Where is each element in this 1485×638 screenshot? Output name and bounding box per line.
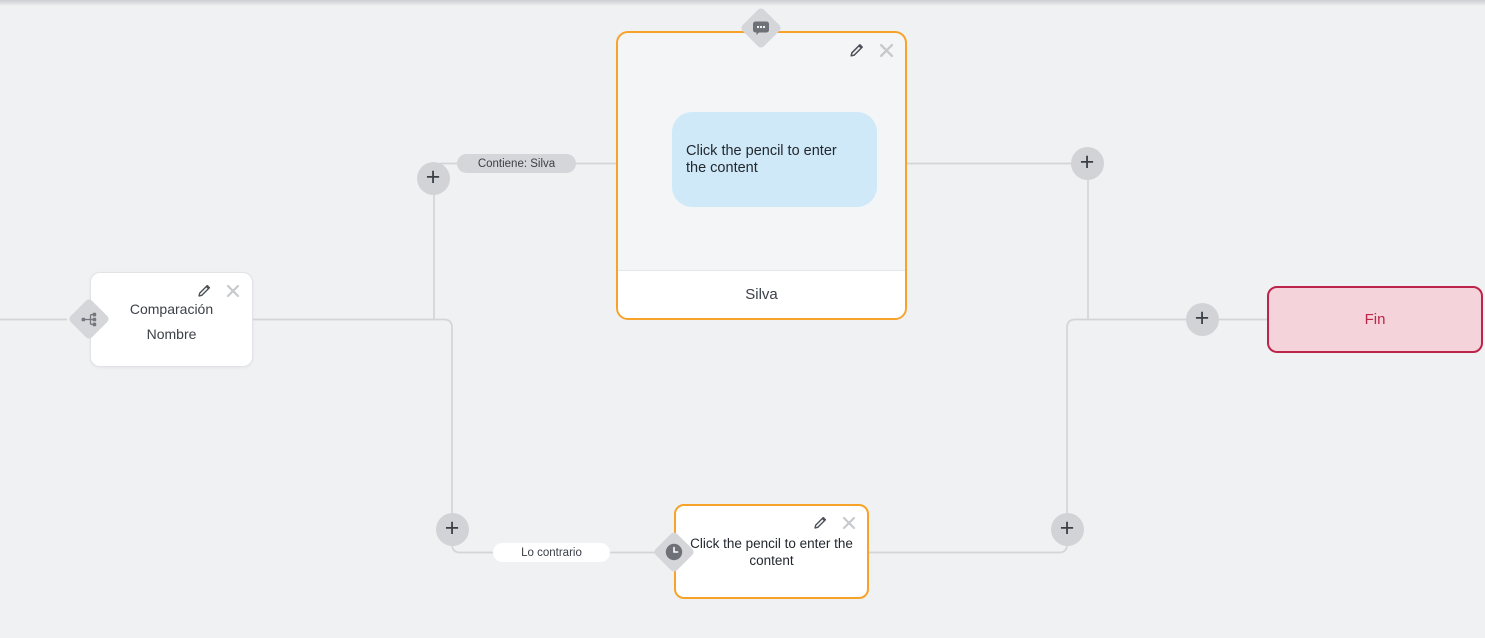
edge-label-otherwise: Lo contrario <box>493 543 610 562</box>
end-card-label: Fin <box>1267 286 1483 353</box>
edge-condition-to-message <box>433 162 617 319</box>
message-bubble-text: Click the pencil to enter the content <box>686 142 837 176</box>
add-button-after-message[interactable]: + <box>1070 146 1104 180</box>
clock-icon <box>652 530 696 574</box>
condition-node[interactable]: Comparación Nombre <box>67 272 253 367</box>
wait-node[interactable]: Click the pencil to enter the content <box>652 504 869 599</box>
message-node[interactable]: Click the pencil to enter the content Si… <box>616 6 907 320</box>
wait-card <box>674 504 869 599</box>
condition-card <box>90 272 253 367</box>
add-button-before-end[interactable]: + <box>1185 302 1219 336</box>
condition-subtitle: Nombre <box>146 326 197 342</box>
wait-body-text: Click the pencil to enter the content <box>690 536 853 568</box>
pencil-icon <box>814 516 827 529</box>
edge-wait-to-end <box>868 318 1268 554</box>
condition-title: Comparación <box>129 301 214 317</box>
chat-dots-icon <box>739 6 783 50</box>
edit-wait-button[interactable] <box>811 513 830 532</box>
pencil-icon <box>198 284 211 297</box>
wait-type-badge <box>652 530 696 574</box>
pencil-icon <box>850 44 863 57</box>
delete-condition-button[interactable] <box>224 281 242 300</box>
condition-type-badge <box>67 297 111 341</box>
delete-wait-button[interactable] <box>840 513 858 532</box>
add-button-branch-bottom[interactable]: + <box>435 512 469 546</box>
edge-condition-to-wait <box>253 318 676 554</box>
delete-message-button[interactable] <box>877 40 896 60</box>
end-node[interactable]: Fin <box>1267 286 1483 353</box>
sitemap-icon <box>67 297 111 341</box>
edit-message-button[interactable] <box>847 40 867 60</box>
plus-icon: + <box>1194 303 1210 332</box>
edge-message-to-merge <box>906 162 1089 320</box>
plus-icon: + <box>425 162 441 191</box>
close-icon <box>842 516 856 529</box>
edge-label-contains: Contiene: Silva <box>457 154 576 173</box>
edit-condition-button[interactable] <box>195 281 214 300</box>
plus-icon: + <box>1079 147 1095 176</box>
close-icon <box>879 43 894 57</box>
message-footer-label: Silva <box>618 270 905 318</box>
plus-icon: + <box>1059 513 1075 542</box>
message-bubble: Click the pencil to enter the content <box>672 112 877 207</box>
plus-icon: + <box>444 513 460 542</box>
add-button-after-wait[interactable]: + <box>1050 512 1084 546</box>
add-button-branch-top[interactable]: + <box>416 161 450 195</box>
message-type-badge <box>739 6 783 50</box>
close-icon <box>226 284 240 297</box>
